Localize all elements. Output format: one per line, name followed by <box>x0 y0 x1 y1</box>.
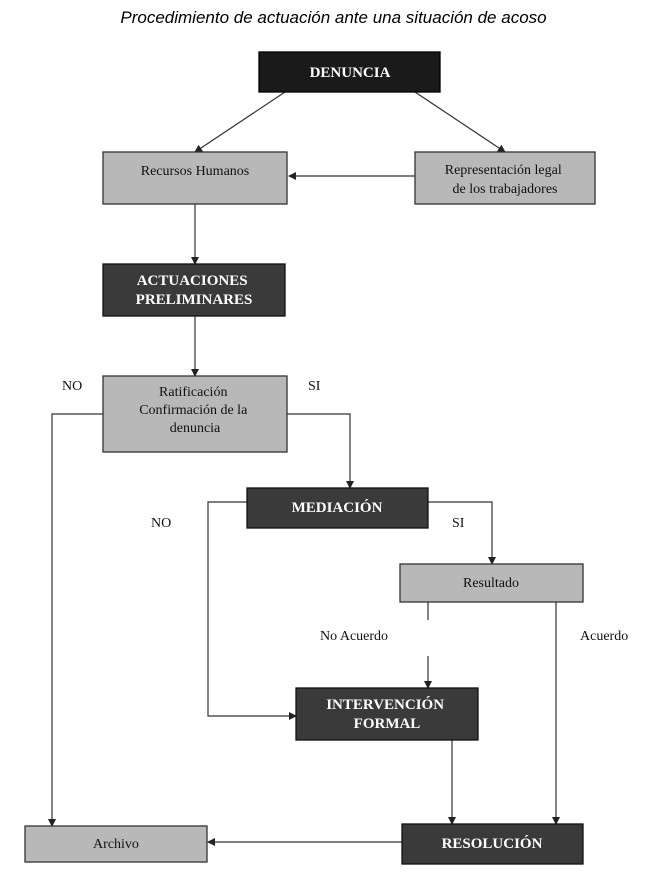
label-mediacion-si: SI <box>452 516 465 531</box>
node-label: Confirmación de la <box>139 403 248 418</box>
arrow-mediacion-no-to-intervencion <box>207 501 297 720</box>
label-ratificacion-no: NO <box>62 379 82 394</box>
svg-text:Ratificación Confirmació: Ratificación Confirmación de la denuncia <box>139 385 251 436</box>
node-denuncia: DENUNCIA <box>258 51 441 93</box>
svg-text:MEDIACIÓN: MEDIACIÓN <box>292 499 383 516</box>
node-archivo: Archivo <box>24 825 208 863</box>
svg-text:DENUNCIA: DENUNCIA <box>310 65 391 81</box>
arrow-denuncia-to-representacion <box>414 91 506 153</box>
node-label: Archivo <box>93 837 139 852</box>
svg-text:Representación legal de: Representación legal de los trabajadores <box>445 163 566 197</box>
svg-text:INTERVENCIÓN FORMAL: INTERVENCIÓN FORMAL <box>326 696 448 732</box>
node-label: RESOLUCIÓN <box>442 835 543 852</box>
connectors <box>48 91 560 846</box>
svg-text:Archivo: Archivo <box>93 837 139 852</box>
node-resolucion: RESOLUCIÓN <box>401 823 584 865</box>
label-mediacion-no: NO <box>151 516 171 531</box>
arrow-mediacion-si-to-resultado <box>428 501 496 565</box>
svg-text:ACTUACIONES PRELIMINARES: ACTUACIONES PRELIMINARES <box>136 273 253 308</box>
node-label: denuncia <box>170 421 221 436</box>
node-label: INTERVENCIÓN <box>326 696 444 713</box>
arrow-ratificacion-si-to-mediacion <box>287 413 354 489</box>
node-recursos-humanos: Recursos Humanos <box>102 151 288 205</box>
node-resultado: Resultado <box>399 563 584 603</box>
node-label: Recursos Humanos <box>141 164 250 179</box>
arrow-denuncia-to-rrhh <box>194 91 286 153</box>
node-label: Resultado <box>463 576 519 591</box>
node-intervencion-formal: INTERVENCIÓN FORMAL <box>295 687 479 741</box>
label-no-acuerdo: No Acuerdo <box>320 629 388 644</box>
node-actuaciones-preliminares: ACTUACIONES PRELIMINARES <box>102 263 286 317</box>
node-label: ACTUACIONES <box>137 273 248 289</box>
node-label: FORMAL <box>354 716 421 732</box>
label-ratificacion-si: SI <box>308 379 321 394</box>
node-label: Ratificación <box>159 385 227 400</box>
node-mediacion: MEDIACIÓN <box>246 487 429 529</box>
node-label: DENUNCIA <box>310 65 391 81</box>
svg-text:Recursos Humanos: Recursos Humanos <box>141 164 250 179</box>
node-label: PRELIMINARES <box>136 292 253 308</box>
diagram-title: Procedimiento de actuación ante una situ… <box>120 8 547 27</box>
node-label: Representación legal <box>445 163 562 178</box>
node-label: de los trabajadores <box>453 182 558 197</box>
label-acuerdo: Acuerdo <box>580 629 628 644</box>
node-representacion-legal: Representación legal de los trabajadores <box>414 151 596 205</box>
svg-text:Resultado: Resultado <box>463 576 519 591</box>
arrow-ratificacion-no-to-archivo <box>48 413 103 827</box>
node-ratificacion: Ratificación Confirmación de la denuncia <box>102 375 288 453</box>
node-label: MEDIACIÓN <box>292 499 383 516</box>
svg-text:RESOLUCIÓN: RESOLUCIÓN <box>442 835 543 852</box>
